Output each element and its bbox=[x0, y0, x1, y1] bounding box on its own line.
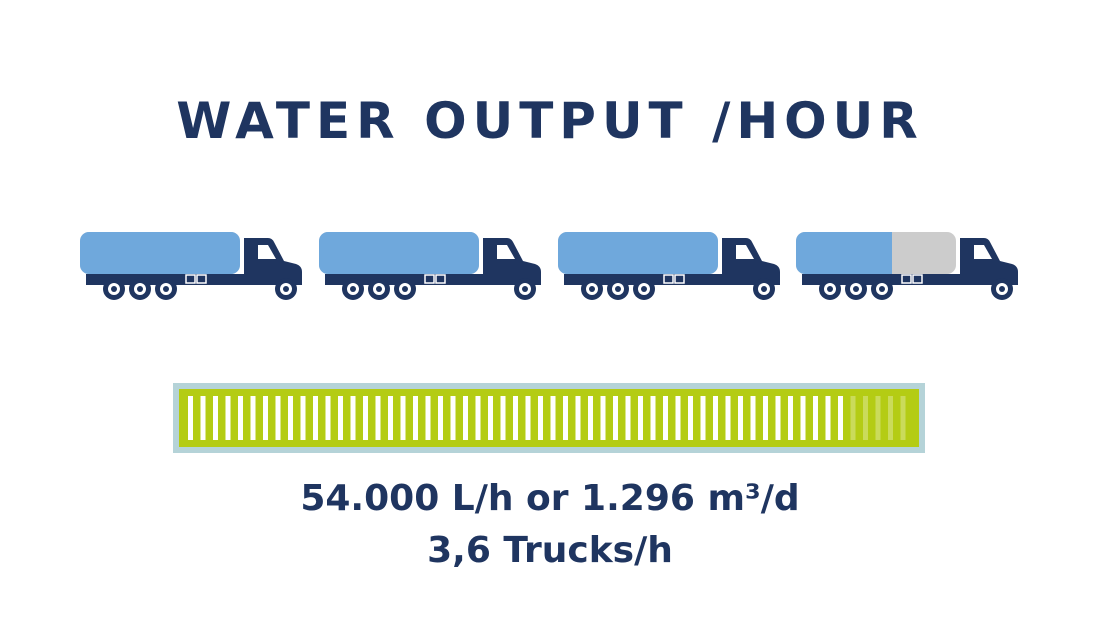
progress-stripe bbox=[700, 396, 706, 440]
progress-stripe bbox=[213, 396, 218, 440]
progress-stripe bbox=[525, 396, 531, 440]
page-title: WATER OUTPUT /HOUR bbox=[176, 92, 924, 150]
progress-stripe bbox=[425, 396, 431, 440]
tanker-truck-icon bbox=[556, 228, 784, 304]
progress-stripe bbox=[513, 396, 518, 440]
progress-stripe bbox=[313, 396, 318, 440]
progress-stripe bbox=[575, 396, 581, 440]
progress-stripe bbox=[638, 396, 643, 440]
flow-rate-text: 54.000 L/h or 1.296 m³/d bbox=[300, 478, 800, 519]
progress-stripe bbox=[238, 396, 243, 440]
progress-stripe bbox=[625, 396, 631, 440]
progress-stripe bbox=[463, 396, 468, 440]
progress-stripe bbox=[188, 396, 193, 440]
progress-stripe bbox=[663, 396, 668, 440]
progress-stripe bbox=[713, 396, 718, 440]
progress-stripe bbox=[200, 396, 206, 440]
progress-stripe bbox=[588, 396, 593, 440]
progress-stripe bbox=[550, 396, 556, 440]
progress-stripe bbox=[300, 396, 306, 440]
progress-stripe bbox=[750, 396, 756, 440]
progress-stripe bbox=[388, 396, 393, 440]
progress-stripe bbox=[788, 396, 793, 440]
progress-stripe bbox=[813, 396, 818, 440]
tanker-truck-partial-icon bbox=[794, 228, 1022, 304]
progress-stripe bbox=[800, 396, 806, 440]
progress-stripe bbox=[738, 396, 743, 440]
progress-stripe bbox=[250, 396, 256, 440]
progress-stripe bbox=[825, 396, 831, 440]
progress-stripe bbox=[225, 396, 231, 440]
progress-stripe bbox=[475, 396, 481, 440]
progress-stripe bbox=[400, 396, 406, 440]
progress-stripe bbox=[263, 396, 268, 440]
progress-stripe bbox=[438, 396, 443, 440]
progress-stripe bbox=[613, 396, 618, 440]
tanker-truck-icon bbox=[317, 228, 545, 304]
progress-stripe bbox=[838, 396, 843, 440]
progress-stripe bbox=[350, 396, 356, 440]
progress-stripe bbox=[875, 396, 881, 440]
progress-stripe bbox=[888, 396, 893, 440]
progress-stripe bbox=[375, 396, 381, 440]
progress-stripe bbox=[900, 396, 906, 440]
progress-stripe bbox=[688, 396, 693, 440]
progress-stripe bbox=[675, 396, 681, 440]
progress-stripe bbox=[775, 396, 781, 440]
progress-stripe bbox=[338, 396, 343, 440]
trucks-per-hour-text: 3,6 Trucks/h bbox=[427, 530, 673, 571]
progress-stripe bbox=[850, 396, 856, 440]
progress-bar-fill bbox=[179, 389, 919, 447]
progress-stripe bbox=[288, 396, 293, 440]
progress-stripe bbox=[650, 396, 656, 440]
progress-stripe bbox=[450, 396, 456, 440]
progress-stripe bbox=[538, 396, 543, 440]
truck-row bbox=[78, 228, 1028, 308]
progress-stripe bbox=[763, 396, 768, 440]
tanker-truck-icon bbox=[78, 228, 306, 304]
progress-bar bbox=[173, 383, 925, 453]
progress-stripe bbox=[363, 396, 368, 440]
progress-stripe bbox=[725, 396, 731, 440]
progress-stripe bbox=[413, 396, 418, 440]
progress-stripe bbox=[500, 396, 506, 440]
progress-stripes bbox=[188, 396, 906, 440]
progress-stripe bbox=[563, 396, 568, 440]
progress-stripe bbox=[325, 396, 331, 440]
progress-stripe bbox=[488, 396, 493, 440]
progress-stripe bbox=[275, 396, 281, 440]
progress-stripe bbox=[863, 396, 868, 440]
progress-stripe bbox=[600, 396, 606, 440]
